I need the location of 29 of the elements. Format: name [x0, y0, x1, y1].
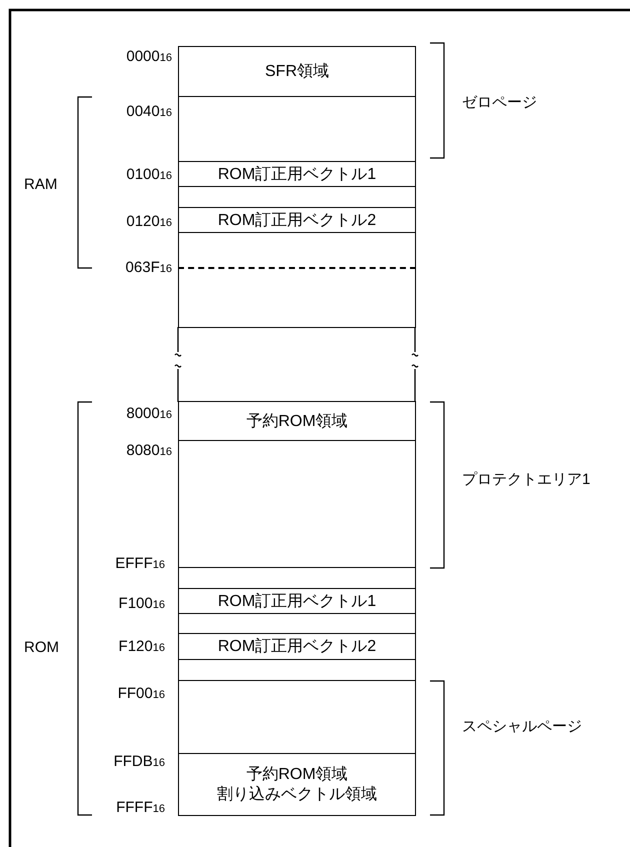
block-label: ROM訂正用ベクトル2 — [218, 637, 376, 658]
memory-block — [178, 633, 416, 661]
memory-block — [178, 232, 416, 269]
block-label: 割り込みベクトル領域 — [217, 784, 377, 805]
memory-block — [178, 401, 416, 442]
region-label: スペシャルページ — [462, 718, 582, 736]
memory-block — [178, 588, 416, 615]
region-label: プロテクトエリア1 — [462, 471, 590, 489]
block-label: ROM訂正用ベクトル1 — [218, 592, 376, 612]
block-label: ROM訂正用ベクトル2 — [218, 210, 376, 231]
memory-block — [178, 161, 416, 188]
block-label: ROM訂正用ベクトル1 — [218, 164, 376, 185]
memory-block — [178, 186, 416, 209]
block-label: 予約ROM領域 — [246, 412, 348, 432]
memory-block — [178, 753, 416, 816]
memory-block — [178, 96, 416, 163]
region-label: RAM — [24, 176, 58, 194]
memory-block — [178, 659, 416, 682]
memory-block — [178, 613, 416, 635]
block-label: SFR領域 — [265, 62, 329, 82]
memory-block — [178, 567, 416, 590]
memory-block — [178, 680, 416, 755]
memory-block — [178, 207, 416, 234]
memory-block — [178, 267, 416, 328]
block-label: 予約ROM領域 — [246, 764, 348, 785]
region-label: ゼロページ — [462, 94, 537, 112]
memory-block — [178, 46, 416, 98]
memory-block — [178, 440, 416, 569]
region-label: ROM — [24, 639, 59, 657]
